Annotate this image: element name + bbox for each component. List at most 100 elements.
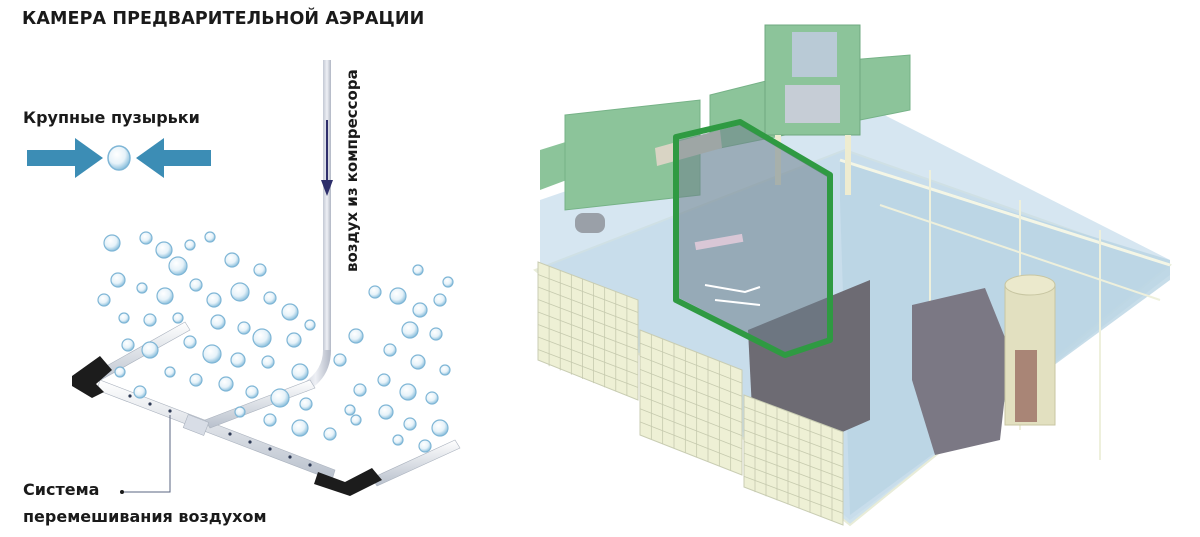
treatment-plant-3d-model [533,24,1173,527]
grid-line [639,382,743,423]
bubble [224,252,240,268]
grid-line [537,274,639,313]
bubble [202,344,222,364]
bubble [189,278,203,292]
bubble [230,352,246,368]
bubble [412,264,424,276]
bubble [333,353,347,367]
bubble [143,313,157,327]
bubble [218,376,234,392]
grid-line [537,324,639,363]
bubble [401,321,419,339]
mixing-system-label-line2: перемешивания воздухом [23,507,267,526]
grid-line [743,452,844,491]
bubble [353,383,367,397]
grid-line [743,406,844,444]
grid-line [639,421,743,463]
bubble [139,231,153,245]
pre-aeration-chamber-highlight [673,119,833,358]
grid-line [743,429,844,468]
bubble [399,383,417,401]
bubble [189,373,203,387]
bubble [114,366,126,378]
bubble [286,332,302,348]
bubble [291,363,309,381]
grid-line [537,299,639,338]
bubble [141,341,159,359]
bubble [168,256,188,276]
pipe-elbow-left [72,356,112,398]
bubble [383,343,397,357]
grid-line [743,417,844,456]
bubble [237,321,251,335]
bubble [389,287,407,305]
bubble [291,419,309,437]
grid-line [537,286,639,326]
bubble [281,303,299,321]
bubble [204,231,216,243]
bubble [368,285,382,299]
bubble [392,434,404,446]
bubble [245,385,259,399]
bubble [133,385,147,399]
bubble [442,276,454,288]
grid-line [639,342,743,384]
bubble [348,328,364,344]
bubble [429,327,443,341]
bubble [439,364,451,376]
bubble [156,287,174,305]
clarifier-cylinder [1004,274,1056,426]
bubble [350,414,362,426]
mixing-system-callout [120,415,171,494]
grid-line [537,336,639,376]
bubble-icon [107,145,131,171]
bubble [377,373,391,387]
bubble [425,391,439,405]
air-supply-pipe [300,60,333,392]
grid-line [743,464,844,503]
bubble-cloud [97,231,454,453]
bubble [252,328,272,348]
bubble [270,388,290,408]
bubble [299,397,313,411]
bubble [206,292,222,308]
bubble [378,404,394,420]
bubble [155,241,173,259]
bubble [412,302,428,318]
bubble [344,404,356,416]
bubble [261,355,275,369]
bubble [110,272,126,288]
bubble [253,263,267,277]
bubble [164,366,176,378]
arrow-left-icon [136,138,211,178]
diagram-title: КАМЕРА ПРЕДВАРИТЕЛЬНОЙ АЭРАЦИИ [22,9,425,29]
bubble [121,338,135,352]
bubble [103,234,121,252]
pipe-elbow-right [314,468,382,496]
bubble [263,291,277,305]
grid-line [537,349,639,388]
bubble [210,314,226,330]
grid-line [537,311,639,351]
grid-line [639,369,743,410]
bubble [183,335,197,349]
large-bubbles-label: Крупные пузырьки [23,108,200,127]
bubble [172,312,184,324]
mixing-system-label-line1: Система [23,480,100,499]
bubble [263,413,277,427]
arrow-right-icon [27,138,103,178]
grid-line [639,355,743,397]
bubble [410,354,426,370]
grid-line [743,441,844,479]
grid-line [743,476,844,514]
bubble [433,293,447,307]
grid-line [639,395,743,436]
aeration-pipe-manifold [72,321,461,496]
bubble [418,439,432,453]
bubble [234,406,246,418]
bubble [136,282,148,294]
bubble [323,427,337,441]
bubble [118,312,130,324]
bubble [230,282,250,302]
